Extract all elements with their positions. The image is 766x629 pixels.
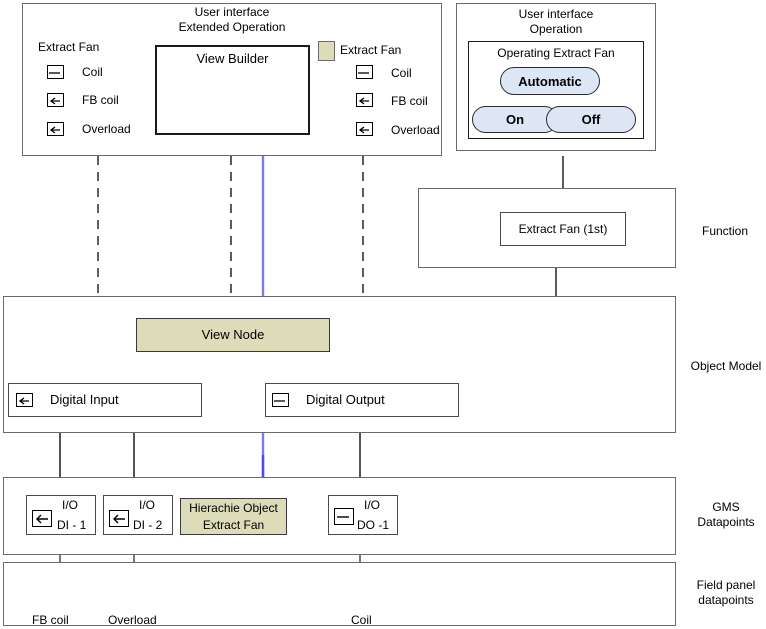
tree-item-label-coil: Coil: [391, 66, 412, 80]
digital-input-icon: [47, 93, 64, 107]
ui-operation-title-line2: Operation: [529, 22, 583, 36]
digital-output-icon: [47, 65, 64, 79]
field-signal-label-coil: Coil: [351, 613, 372, 627]
digital-output-icon: [356, 65, 373, 79]
band-label-object-model: Object Model: [690, 359, 762, 373]
band-label-gms-line2: Datapoints: [697, 515, 755, 529]
operating-extract-fan-label: Operating Extract Fan: [497, 46, 615, 60]
hierarchy-object-box[interactable]: [180, 498, 287, 535]
ui-extended-title-line2: Extended Operation: [178, 20, 286, 34]
digital-input-label: Digital Input: [50, 392, 119, 407]
band-label-gms-line1: GMS: [712, 500, 740, 514]
gms-datapoint-do-1-name: DO -1: [357, 518, 390, 532]
gms-datapoint-di-2-type: I/O: [139, 498, 156, 512]
view-node-box[interactable]: [136, 318, 330, 352]
extract-fan-group-label: Extract Fan: [38, 40, 100, 54]
ui-operation-title-line1: User interface: [518, 7, 594, 21]
digital-output-icon: [334, 508, 354, 525]
field-panel-band: [3, 562, 676, 626]
tree-item-label-fb-coil: FB coil: [391, 94, 428, 108]
view-builder-box[interactable]: [155, 45, 310, 135]
extract-fan-function-label: Extract Fan (1st): [518, 222, 608, 236]
band-label-field-panel-line2: datapoints: [698, 593, 754, 607]
view-node-label: View Node: [201, 327, 265, 342]
digital-input-icon: [47, 122, 64, 136]
gms-datapoint-di-1-type: I/O: [62, 498, 79, 512]
digital-output-icon: [272, 393, 289, 407]
hierarchy-object-line1: Hierachie Object: [189, 501, 278, 515]
gms-datapoint-di-2[interactable]: [103, 495, 173, 535]
digital-input-icon: [356, 122, 373, 136]
band-label-field-panel-line1: Field panel: [696, 578, 756, 592]
extract-fan-function-node[interactable]: [500, 212, 626, 246]
gms-datapoint-di-2-name: DI - 2: [133, 518, 163, 532]
left-item-label-overload: Overload: [82, 122, 131, 136]
hierarchy-object-line2: Extract Fan: [202, 518, 265, 532]
digital-input-icon: [109, 510, 129, 527]
gms-datapoint-do-1-type: I/O: [364, 498, 381, 512]
digital-output-box[interactable]: [265, 383, 459, 417]
tree-root-node-icon[interactable]: [318, 41, 335, 61]
on-button[interactable]: On: [472, 106, 558, 133]
digital-input-icon: [16, 393, 33, 407]
ui-extended-title-line1: User interface: [194, 5, 270, 19]
automatic-button[interactable]: Automatic: [500, 67, 600, 95]
left-item-label-coil: Coil: [82, 65, 103, 79]
digital-input-icon: [32, 510, 52, 527]
tree-item-label-overload: Overload: [391, 123, 440, 137]
view-builder-label: View Builder: [196, 51, 269, 66]
digital-output-label: Digital Output: [306, 392, 385, 407]
band-label-function: Function: [701, 224, 749, 238]
digital-input-icon: [356, 93, 373, 107]
left-item-label-fb-coil: FB coil: [82, 93, 119, 107]
field-signal-label-overload: Overload: [108, 613, 157, 627]
tree-root-label: Extract Fan: [340, 43, 402, 57]
off-button[interactable]: Off: [546, 106, 636, 133]
field-signal-label-fb-coil: FB coil: [32, 613, 69, 627]
gms-datapoint-di-1-name: DI - 1: [57, 518, 87, 532]
digital-input-box[interactable]: [8, 383, 202, 417]
